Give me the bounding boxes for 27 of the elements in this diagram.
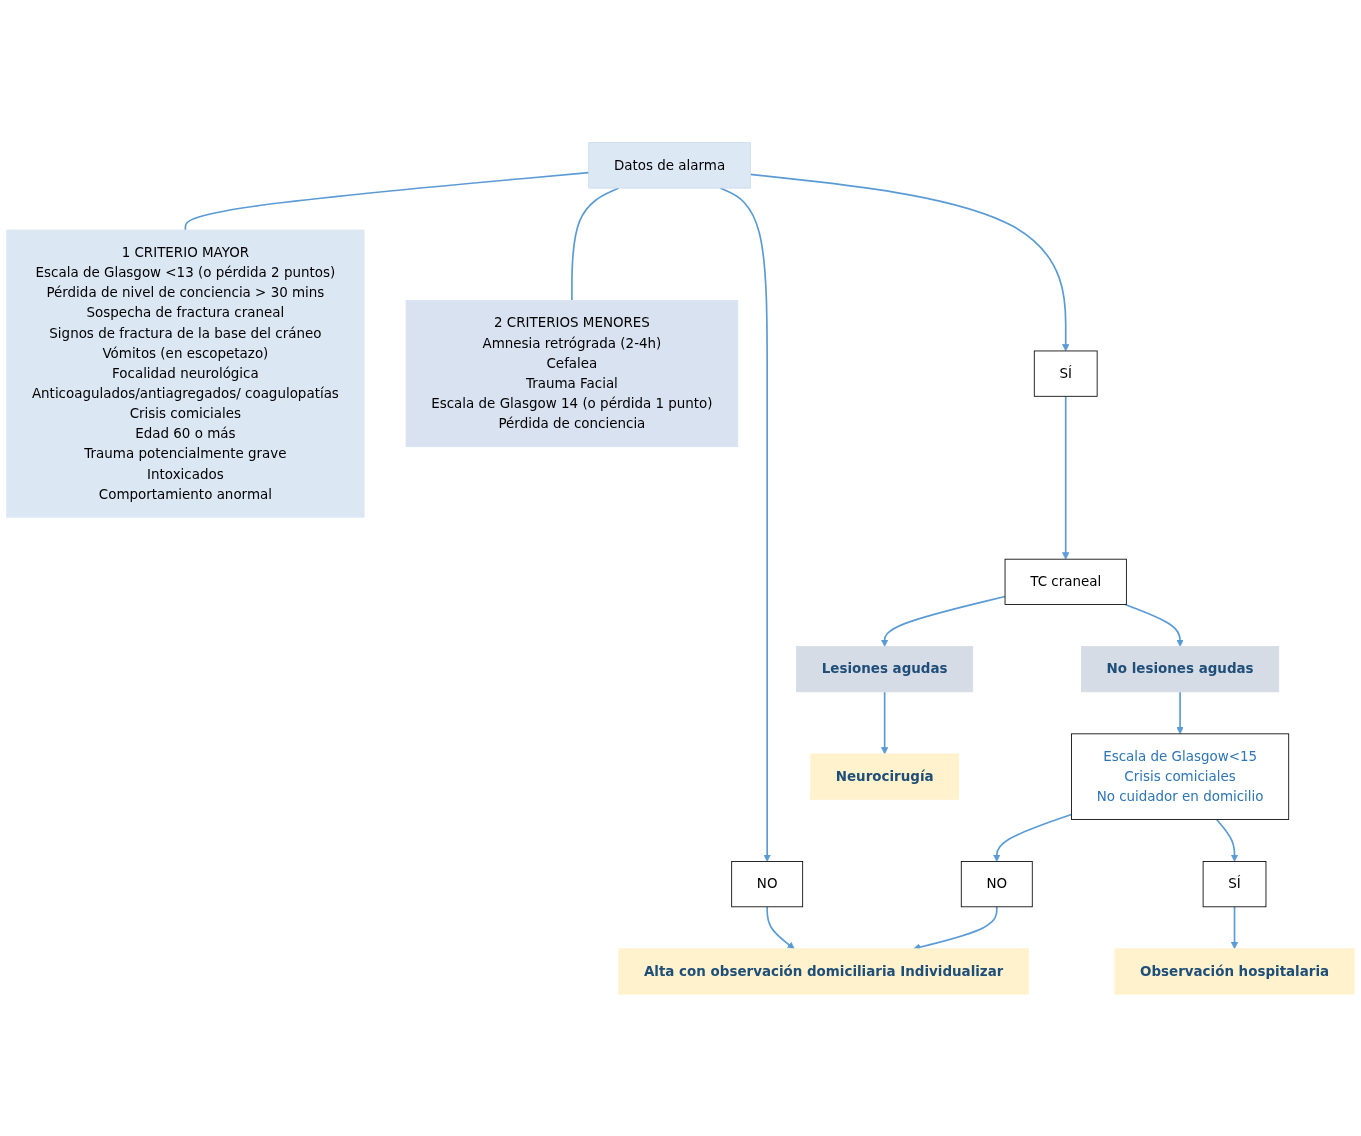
arrow <box>1176 690 1184 734</box>
node-box: 2 CRITERIOS MENORES Amnesia retrógrada (2-4h) Cefalea Trauma Facial Escala de Glasgow 14 (o pérdida 1 punto) Pérdida de conciencia <box>405 299 739 447</box>
node-box: NO <box>960 860 1033 907</box>
node-box: Neurocirugía <box>810 753 960 800</box>
arrow <box>1230 905 1239 949</box>
node-box: NO <box>731 860 804 907</box>
node-box: No lesiones agudas <box>1081 645 1280 692</box>
arrow <box>766 905 795 949</box>
arrow <box>880 690 889 754</box>
node-box: Lesiones agudas <box>796 645 974 692</box>
arrow <box>993 813 1073 862</box>
arrow <box>1062 395 1070 560</box>
arrow <box>749 173 1070 351</box>
connector <box>571 186 620 301</box>
arrow <box>1124 603 1184 647</box>
arrow <box>1215 818 1239 862</box>
node-box: SÍ <box>1033 350 1098 397</box>
node-box: TC craneal <box>1004 558 1127 605</box>
node-box: Alta con observación domiciliaria Individualizar <box>618 947 1029 995</box>
arrow <box>880 595 1006 647</box>
node-box: Observación hospitalaria <box>1114 947 1355 995</box>
arrow <box>719 186 771 862</box>
node-box: 1 CRITERIO MAYOR Escala de Glasgow <13 (o pérdida 2 puntos) Pérdida de nivel de conciencia > 30 mins Sospecha de fractura craneal Signos de fractura de la base del cráneo Vómitos (en escopetazo) Focalidad neurológica Anticoagulados/antiagregados/ coagulopatías Crisis comiciales Edad 60 o más Trauma potencialmente grave Intoxicados Comportamiento anormal <box>6 229 365 518</box>
connector <box>184 171 590 231</box>
node-box: SÍ <box>1202 860 1267 907</box>
node-box: Datos de alarma <box>588 141 751 189</box>
node-box: Escala de Glasgow<15 Crisis comiciales No cuidador en domicilio <box>1071 733 1290 820</box>
